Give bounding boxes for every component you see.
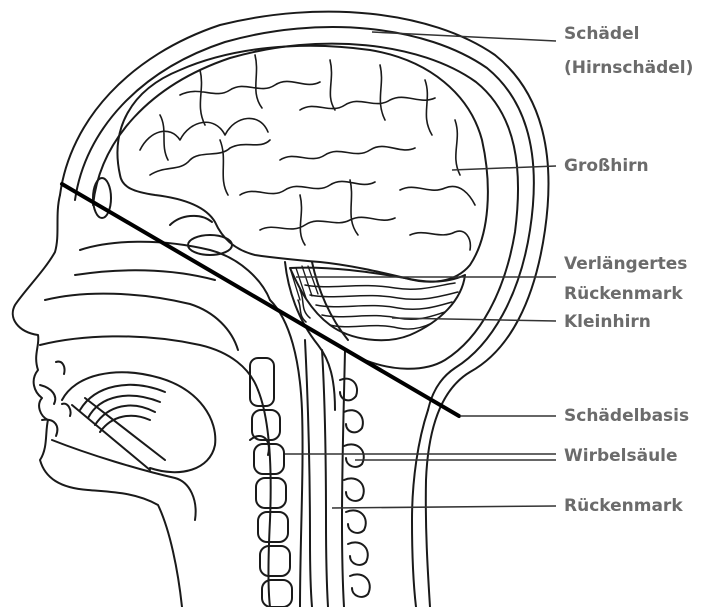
cerebrum-gyri	[140, 55, 475, 250]
cerebrum-outline	[118, 46, 488, 282]
label-cerebrum: Großhirn	[564, 156, 649, 176]
tongue-fibers	[72, 385, 165, 470]
label-spinal-cord: Rückenmark	[564, 496, 683, 516]
jaw	[52, 440, 196, 520]
label-skull-base: Schädelbasis	[564, 406, 689, 426]
label-cerebellum: Kleinhirn	[564, 312, 651, 332]
leader-spinal-cord	[332, 506, 556, 508]
hard-palate	[40, 336, 258, 390]
leader-skull	[372, 32, 556, 41]
label-skull: Schädel	[564, 24, 639, 44]
label-medulla: Verlängertes	[564, 254, 687, 274]
nasal-cavity	[45, 242, 270, 350]
label-spine: Wirbelsäule	[564, 446, 678, 466]
tongue	[62, 372, 215, 472]
teeth	[56, 362, 71, 416]
skull-base-line	[62, 184, 459, 416]
orbit	[170, 216, 212, 225]
spinous-processes	[340, 379, 370, 597]
spinal-canal	[305, 340, 312, 607]
lips	[40, 385, 57, 436]
label-medulla-sub: Rückenmark	[564, 284, 683, 304]
leader-cerebrum	[452, 166, 556, 170]
label-skull-sub: (Hirnschädel)	[564, 58, 693, 78]
